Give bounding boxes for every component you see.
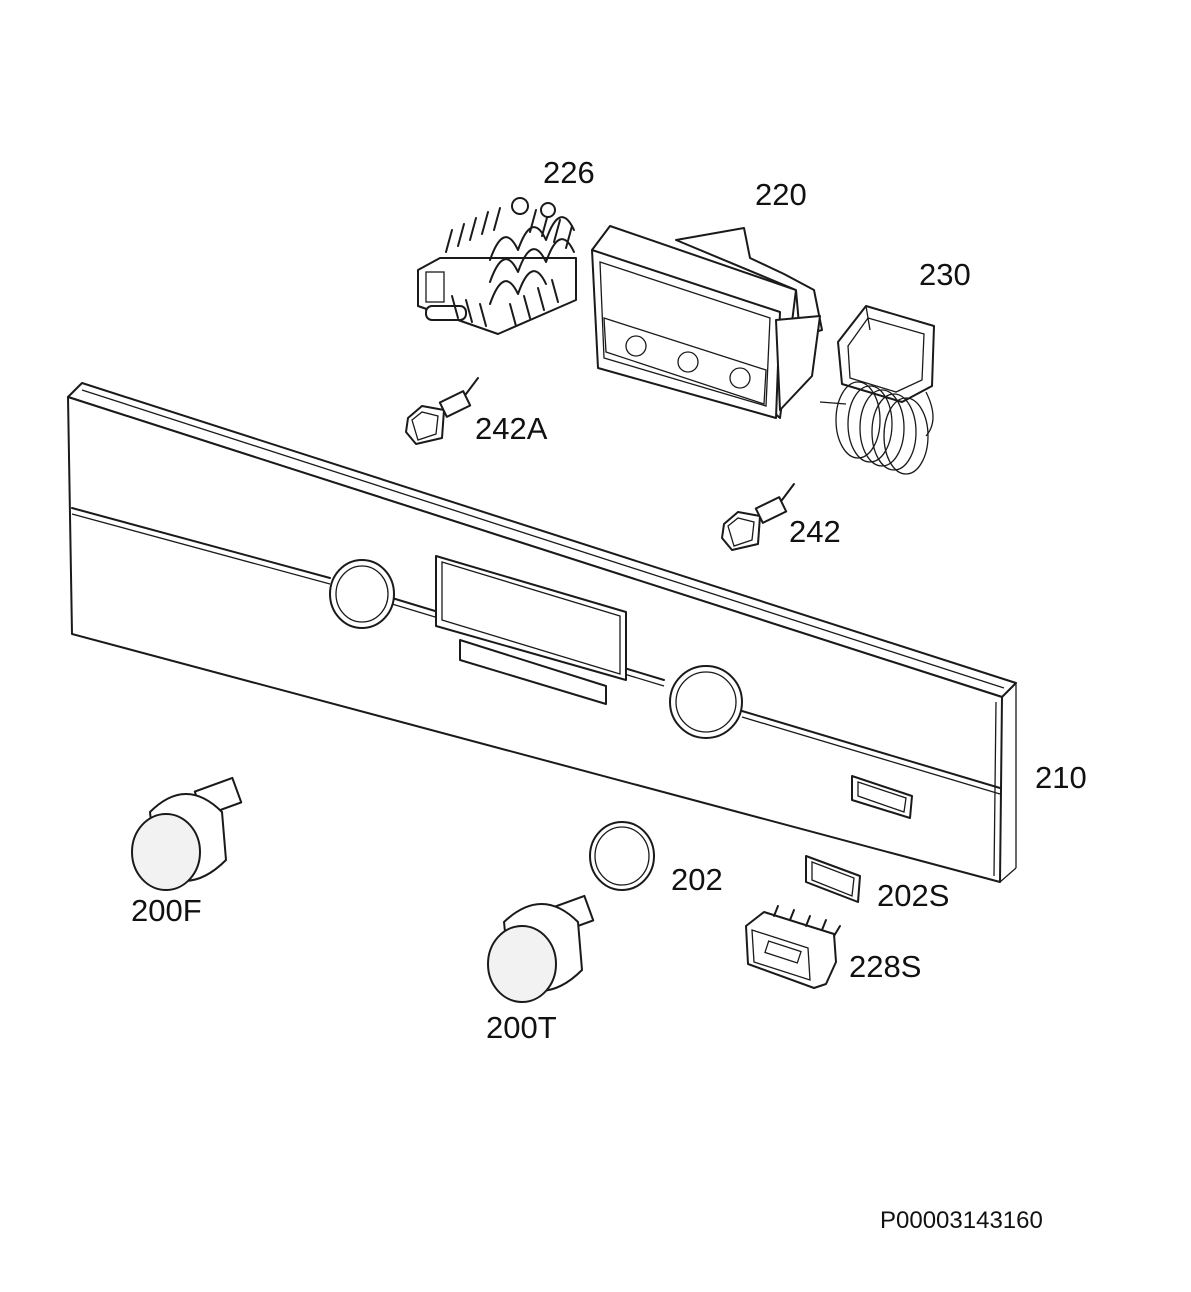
part-220-display-bracket [591, 225, 823, 419]
label-210: 210 [1035, 760, 1087, 795]
part-226-selector-switch [417, 197, 577, 335]
part-200T-knob [487, 894, 595, 1003]
part-210-control-panel [67, 382, 1017, 883]
label-242A: 242A [475, 411, 548, 446]
part-labels: 226 220 230 242A 242 210 200F 202 202S 2… [131, 155, 1087, 1045]
label-242: 242 [789, 514, 841, 549]
capillary-coil [835, 381, 929, 475]
part-242A-indicator-lamp [405, 377, 479, 445]
document-id: P00003143160 [880, 1207, 1043, 1234]
part-228S-switch [745, 905, 841, 989]
switch-contacts [445, 207, 575, 327]
label-226: 226 [543, 155, 595, 190]
part-200F-knob [131, 776, 243, 891]
label-200T: 200T [486, 1010, 557, 1045]
part-202S-switch-frame [805, 855, 861, 903]
label-200F: 200F [131, 893, 202, 928]
label-230: 230 [919, 257, 971, 292]
label-202: 202 [671, 862, 723, 897]
label-228S: 228S [849, 949, 921, 984]
label-202S: 202S [877, 878, 949, 913]
part-230-thermostat [819, 305, 935, 475]
part-242-indicator-lamp [721, 483, 795, 551]
label-220: 220 [755, 177, 807, 212]
part-202-ring [589, 821, 655, 891]
